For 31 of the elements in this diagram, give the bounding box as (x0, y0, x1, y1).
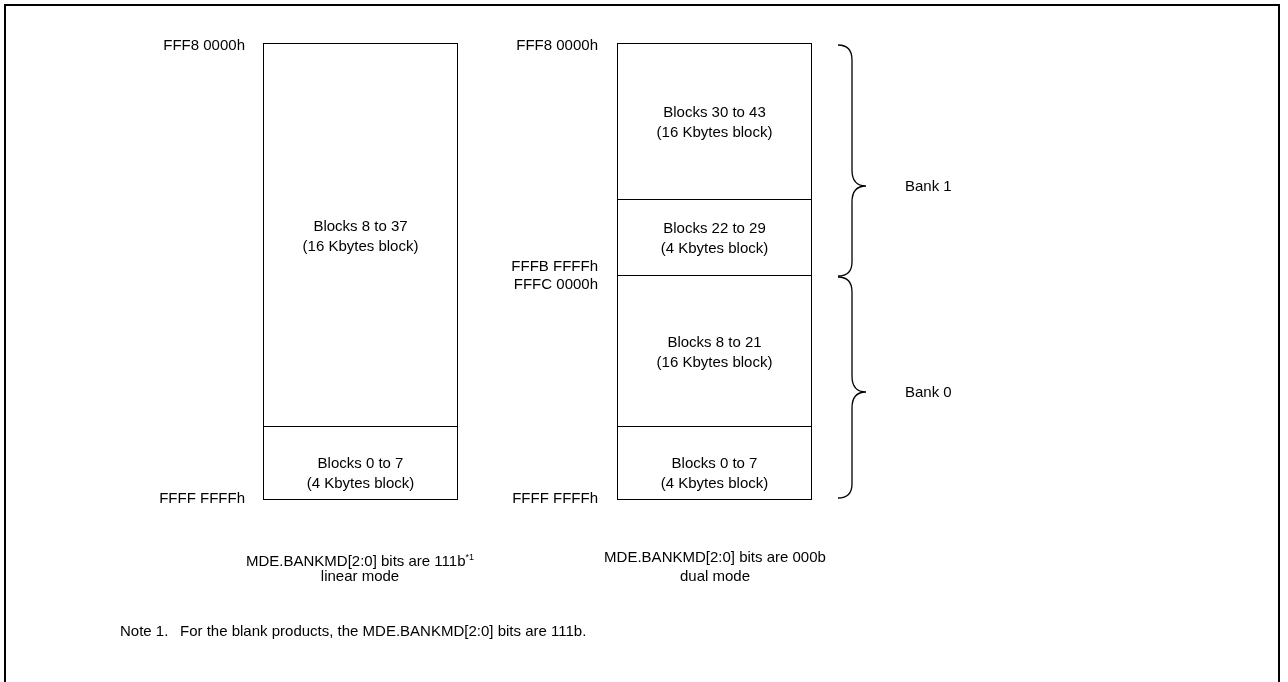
memory-block (263, 426, 458, 500)
block-size: (16 Kbytes block) (302, 235, 419, 256)
address-label: FFF8 0000h (163, 36, 245, 54)
memory-block (617, 426, 812, 500)
bank-label: Bank 1 (905, 177, 952, 195)
block-range: Blocks 0 to 7 (671, 453, 758, 473)
memory-block (263, 43, 458, 428)
mode-caption: dual mode (679, 567, 751, 585)
address-label: FFFB FFFFh (511, 257, 598, 275)
address-label: FFFF FFFFh (159, 489, 245, 507)
mode-caption: MDE.BANKMD[2:0] bits are 111b$^{*1}$ (246, 551, 474, 570)
block-size: (4 Kbytes block) (660, 473, 769, 493)
block-size: (4 Kbytes block) (306, 473, 415, 493)
note-label: Note 1. (120, 622, 169, 640)
bank-label: Bank 0 (905, 383, 952, 401)
address-label: FFFC 0000h (513, 275, 598, 293)
block-size: (16 Kbytes block) (656, 122, 773, 142)
block-range: Blocks 0 to 7 (317, 453, 404, 473)
block-size: (16 Kbytes block) (656, 351, 773, 372)
block-size: (4 Kbytes block) (660, 237, 769, 258)
note-text: For the blank products, the MDE.BANKMD[2:0] bits are 111b. (180, 622, 587, 640)
block-range: Blocks 8 to 21 (667, 331, 762, 352)
address-label: FFFF FFFFh (512, 489, 598, 507)
memory-block (617, 199, 812, 276)
memory-block (617, 43, 812, 201)
mode-caption: MDE.BANKMD[2:0] bits are 000b (604, 548, 826, 566)
memory-block (617, 275, 812, 428)
address-label: FFF8 0000h (516, 36, 598, 54)
block-range: Blocks 22 to 29 (663, 217, 766, 238)
block-range: Blocks 8 to 37 (313, 215, 408, 236)
block-range: Blocks 30 to 43 (663, 102, 766, 122)
